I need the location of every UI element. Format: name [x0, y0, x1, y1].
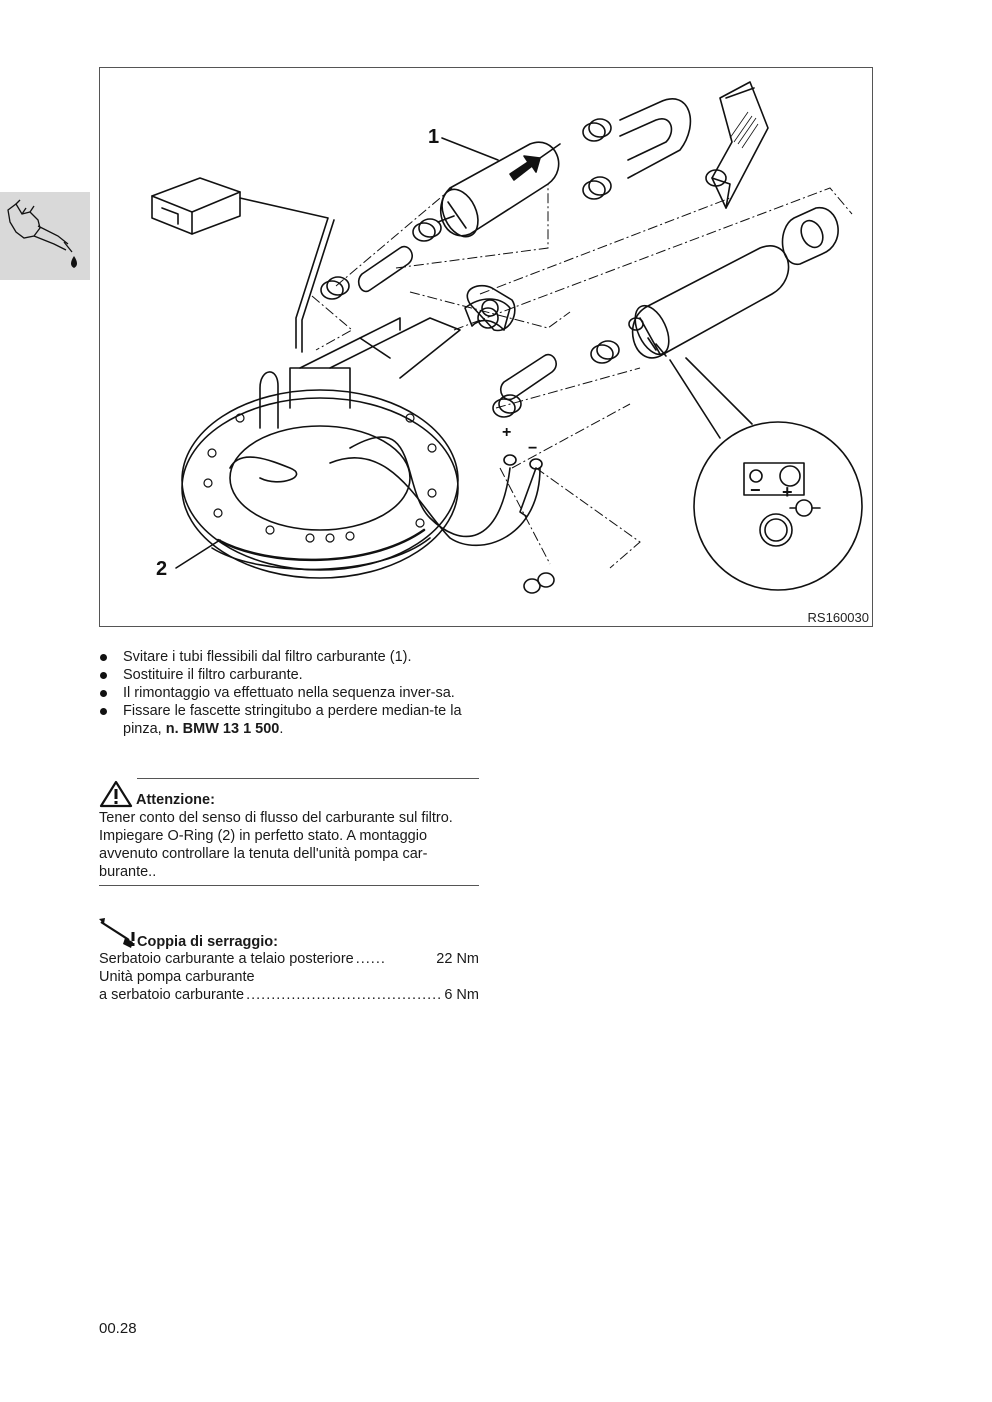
side-tab: [0, 192, 90, 280]
terminal-minus-label: −: [528, 440, 538, 457]
figure-code: RS160030: [807, 610, 869, 625]
torque-wrench-icon: [99, 918, 135, 948]
exploded-view-figure: 1 2 + − − + RS160030: [99, 67, 873, 627]
torque-section: Coppia di serraggio: Serbatoio carburant…: [99, 914, 479, 1004]
attention-box: Attenzione: Tener conto del senso di flu…: [99, 778, 479, 886]
callout-o-ring: 2: [156, 558, 168, 580]
torque-title: Coppia di serraggio:: [137, 934, 278, 950]
instruction-list: Svitare i tubi flessibili dal filtro car…: [99, 648, 479, 738]
step-item: Svitare i tubi flessibili dal filtro car…: [99, 648, 479, 666]
step-item: Fissare le fascette stringitubo a perder…: [99, 702, 479, 738]
callout-filter: 1: [428, 126, 440, 148]
torque-row: Serbatoio carburante a telaio posteriore…: [99, 951, 479, 967]
warning-triangle-icon: [99, 780, 133, 808]
torque-row: a serbatoio carburante .................…: [99, 987, 479, 1003]
terminal-plus-label: +: [502, 424, 512, 441]
detail-plus-label: +: [782, 482, 793, 502]
attention-title: Attenzione:: [136, 792, 215, 808]
page-number: 00.28: [99, 1320, 137, 1337]
step-item: Il rimontaggio va effettuato nella seque…: [99, 684, 479, 702]
fuel-pump-filter-diagram: [151, 81, 863, 594]
step-item: Sostituire il filtro carburante.: [99, 666, 479, 684]
torque-row: Unità pompa carburante: [99, 969, 255, 985]
tool-number: n. BMW 13 1 500: [165, 721, 280, 737]
detail-minus-label: −: [750, 480, 761, 500]
attention-body: Tener conto del senso di flusso del carb…: [99, 810, 453, 880]
hand-oil-drop-icon: [7, 199, 77, 268]
